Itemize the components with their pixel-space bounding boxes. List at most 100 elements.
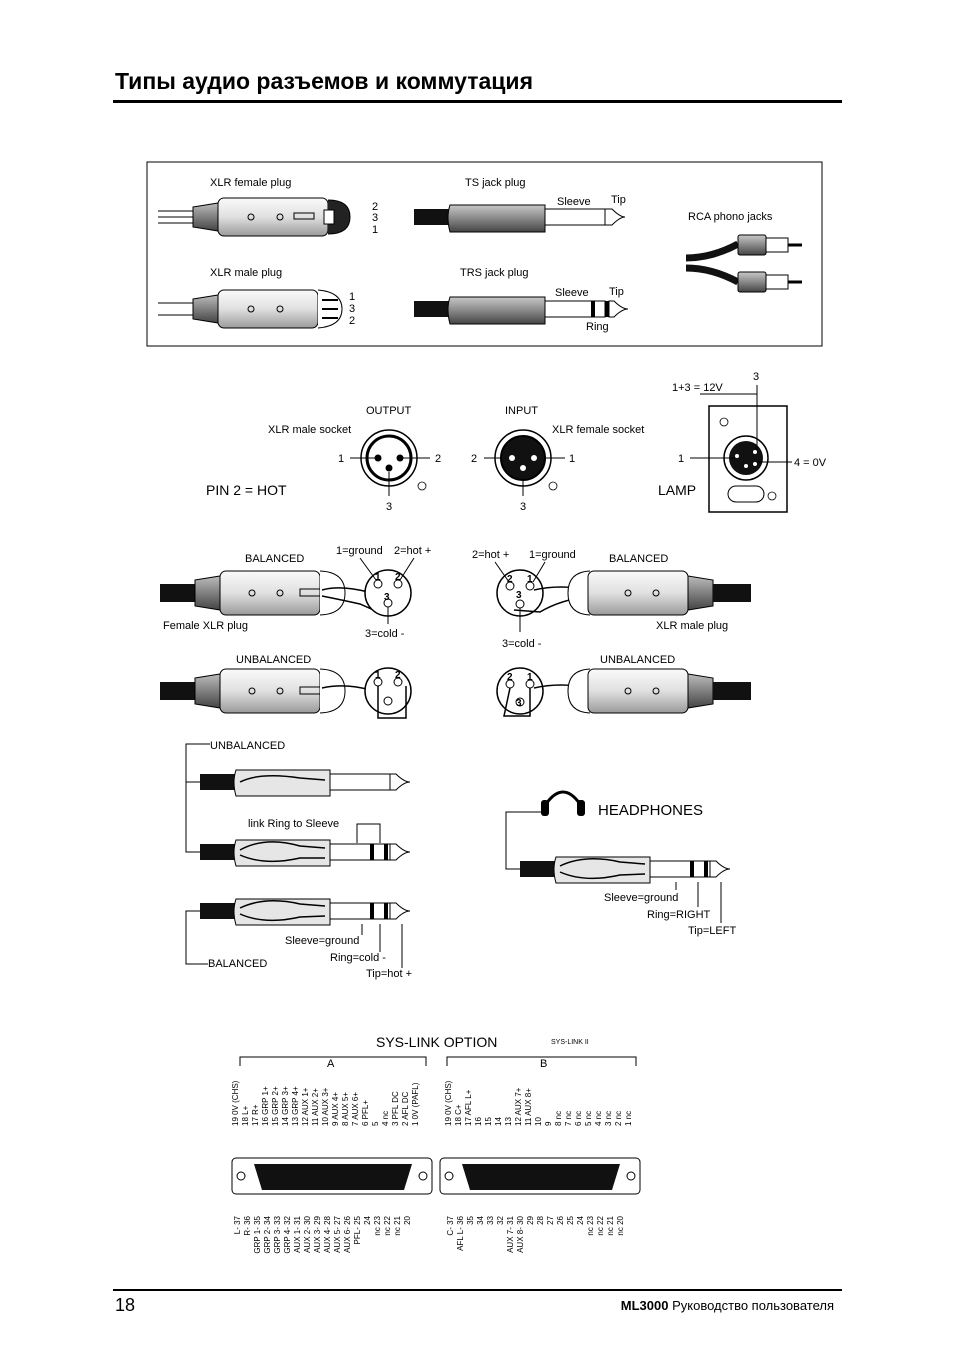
syslink-pin-label: 20 (403, 1215, 412, 1224)
xlr-male-label: XLR male plug (210, 267, 282, 279)
male-hot-label: 2=hot + (472, 549, 509, 561)
header-rule (113, 100, 842, 103)
male-ground-label: 1=ground (529, 549, 576, 561)
xlr-female-label: XLR female plug (210, 177, 291, 189)
syslink-pin-label: 3 nc (604, 1111, 613, 1126)
ts-jack-label: TS jack plug (465, 177, 526, 189)
syslink-pin-label: 13 GRP 4+ (291, 1086, 300, 1126)
syslink-a-label: A (327, 1058, 335, 1070)
syslink-pin-label: 13 (504, 1117, 513, 1126)
male-unbal-pin3: 3 (516, 698, 522, 709)
syslink-pin-label: nc 23 (373, 1215, 382, 1235)
male-unbal-pin2: 2 (507, 672, 513, 683)
female-xlr-balanced: BALANCED 1=ground 2=hot + 1 2 3 3=cold -… (160, 545, 431, 640)
xlr-female-plug: XLR female plug 2 3 1 (158, 177, 378, 237)
jack-ring-cold: Ring=cold - (330, 952, 386, 964)
female-cold-label: 3=cold - (365, 628, 405, 640)
syslink-pin-label: 7 nc (564, 1111, 573, 1126)
syslink-pin-label: 2 nc (614, 1111, 623, 1126)
lamp-voltage: 1+3 = 12V (672, 382, 723, 394)
syslink-pin-label: 35 (466, 1215, 475, 1224)
male-cold-label: 3=cold - (502, 638, 542, 650)
female-balanced-label: BALANCED (245, 553, 304, 565)
headphones-label: HEADPHONES (598, 802, 703, 819)
xlr-female-pin-b: 3 (372, 212, 378, 224)
male-unbal-pin1: 1 (527, 672, 533, 683)
lamp-label: LAMP (658, 482, 696, 498)
female-unbalanced-label: UNBALANCED (236, 654, 311, 666)
syslink-pin-label: AUX 5- 27 (333, 1215, 342, 1252)
syslink-pin-label: nc 21 (393, 1215, 402, 1235)
ts-tip-label: Tip (611, 194, 626, 206)
male-balanced-label: BALANCED (609, 553, 668, 565)
lamp-socket: 1+3 = 12V 3 1 4 = 0V LAMP (658, 371, 827, 513)
xlr-male-pin-c: 2 (349, 315, 355, 327)
input-heading: INPUT (505, 405, 538, 417)
syslink-pin-label: 8 AUX 5+ (341, 1092, 350, 1126)
syslink-pin-label: R- 36 (243, 1215, 252, 1235)
syslink-pin-label: 2 AFL DC (401, 1091, 410, 1126)
xlr-male-pin-a: 1 (349, 291, 355, 303)
syslink-pin-label: GRP 3- 33 (273, 1215, 282, 1253)
syslink-pin-label: AUX 6- 26 (343, 1215, 352, 1252)
female-plug-label: Female XLR plug (163, 620, 248, 632)
syslink-pin-label: 11 AUX 8+ (524, 1088, 533, 1126)
pin2-hot-label: PIN 2 = HOT (206, 482, 287, 498)
syslink-pin-label: 4 nc (594, 1111, 603, 1126)
syslink-pin-labels: 19 0V (CHS)18 L+17 R+16 GRP 1+15 GRP 2+1… (231, 1080, 633, 1253)
syslink-section: SYS-LINK OPTION SYS-LINK II A B 19 0V (C… (231, 1034, 641, 1254)
output-pin-2: 2 (435, 453, 441, 465)
trs-jack-label: TRS jack plug (460, 267, 528, 279)
jack-balanced-label: BALANCED (208, 958, 267, 970)
syslink-pin-label: 9 AUX 4+ (331, 1092, 340, 1126)
page-number: 18 (115, 1295, 136, 1315)
trs-jack-plug: TRS jack plug Sleeve Tip Ring (414, 267, 629, 333)
xlr-male-pin-b: 3 (349, 303, 355, 315)
xlr-female-pin-a: 2 (372, 201, 378, 213)
syslink-pin-label: PFL- 25 (353, 1215, 362, 1244)
jack-wiring: UNBALANCED link Ring to Sleeve BALANCED (185, 740, 412, 980)
syslink-pin-label: 12 AUX 1+ (301, 1087, 310, 1126)
syslink-pin-label: 5 (371, 1121, 380, 1126)
syslink-pin-label: 18 C+ (454, 1104, 463, 1126)
syslink-pin-label: nc 22 (383, 1215, 392, 1235)
syslink-pin-label: 12 AUX 7+ (514, 1087, 523, 1126)
xlr-male-plug: XLR male plug 1 3 2 (158, 267, 355, 329)
syslink-pin-label: 25 (566, 1215, 575, 1224)
male-bal-pin2: 2 (507, 574, 513, 585)
syslink-pin-label: nc 21 (606, 1215, 615, 1235)
page-title: Типы аудио разъемов и коммутация (115, 68, 533, 94)
male-xlr-balanced: 2=hot + 1=ground BALANCED 2 1 3 3=cold -… (472, 549, 751, 650)
link-ring-sleeve-label: link Ring to Sleeve (248, 818, 339, 830)
syslink-pin-label: 10 (534, 1117, 543, 1126)
syslink-pin-label: 17 R+ (251, 1104, 260, 1126)
syslink-pin-label: nc 23 (586, 1215, 595, 1235)
syslink-pin-label: 1 0V (PAFL) (411, 1082, 420, 1126)
male-bal-pin3: 3 (516, 590, 522, 601)
syslink-pin-label: 11 AUX 2+ (311, 1088, 320, 1126)
ts-jack-plug: TS jack plug Sleeve Tip (414, 177, 626, 233)
syslink-pin-label: 28 (536, 1215, 545, 1224)
rca-label: RCA phono jacks (688, 211, 773, 223)
rca-jacks: RCA phono jacks (685, 211, 802, 293)
syslink-pin-label: 6 nc (574, 1111, 583, 1126)
syslink-pin-label: 10 AUX 3+ (321, 1087, 330, 1126)
trs-ring-label: Ring (586, 321, 609, 333)
syslink-pin-label: 15 (484, 1117, 493, 1126)
female-unbal-pin2: 2 (395, 670, 401, 681)
syslink-pin-label: 14 GRP 3+ (281, 1086, 290, 1126)
input-socket: INPUT XLR female socket 2 1 3 (471, 405, 644, 513)
syslink-pin-label: 16 (474, 1117, 483, 1126)
syslink-pin-label: 7 AUX 6+ (351, 1092, 360, 1126)
syslink-b-label: B (540, 1058, 547, 1070)
syslink-pin-label: 29 (526, 1215, 535, 1224)
xlr-female-pin-c: 1 (372, 224, 378, 236)
jack-tip-hot: Tip=hot + (366, 968, 412, 980)
output-pin-3: 3 (386, 501, 392, 513)
syslink-pin-label: 1 nc (624, 1111, 633, 1126)
syslink-pin-label: C- 37 (446, 1215, 455, 1235)
footer-title: ML3000 Руководство пользователя (621, 1298, 834, 1313)
jack-unbalanced-label: UNBALANCED (210, 740, 285, 752)
female-unbal-pin1: 1 (375, 670, 381, 681)
